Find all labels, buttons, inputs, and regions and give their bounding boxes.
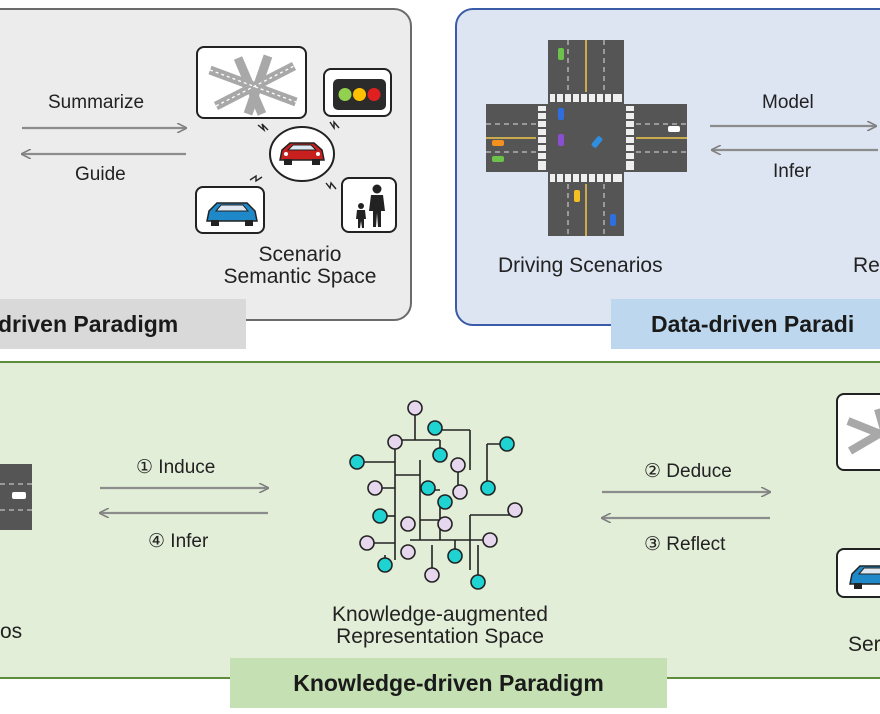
infer-label-bottom: ④ Infer <box>148 531 209 552</box>
blue-car-icon <box>195 186 265 234</box>
intersection-fragment <box>0 464 34 530</box>
representation-label-line2: Representation Space <box>336 625 544 648</box>
road-network-icon <box>196 46 307 119</box>
scenario-label-line2: Semantic Space <box>223 265 377 288</box>
driving-scenarios-label: Driving Scenarios <box>498 254 663 277</box>
summarize-label: Summarize <box>48 92 145 113</box>
knowledge-driven-paradigm-label: Knowledge-driven Paradigm <box>230 658 667 708</box>
infer-label-top: Infer <box>773 161 812 182</box>
road-network-icon-bottom <box>836 393 880 471</box>
induce-label: ① Induce <box>136 457 216 478</box>
blue-car-icon-bottom <box>836 548 880 598</box>
knowledge-driven-paradigm-label-top: driven Paradigm <box>0 299 246 349</box>
reflect-label: ③ Reflect <box>644 534 726 555</box>
representation-space-label: Knowledge-augmented Representation Space <box>290 604 590 648</box>
guide-label: Guide <box>75 164 126 185</box>
scenario-label-line1: Scenario <box>258 243 342 266</box>
scenario-semantic-space-label: Scenario Semantic Space <box>210 244 390 288</box>
representation-cut-label: Re <box>853 254 880 277</box>
representation-label-line1: Knowledge-augmented <box>332 603 548 626</box>
deduce-label: ② Deduce <box>644 461 732 482</box>
red-car-icon <box>268 125 336 183</box>
scenarios-cut-label: os <box>0 620 23 643</box>
data-driven-paradigm-label: Data-driven Paradi <box>611 299 880 349</box>
intersection-image <box>486 40 687 236</box>
model-label: Model <box>762 92 814 113</box>
pedestrian-icon <box>341 177 397 233</box>
semantic-cut-label: Ser <box>848 633 880 656</box>
traffic-light-icon <box>323 68 392 117</box>
